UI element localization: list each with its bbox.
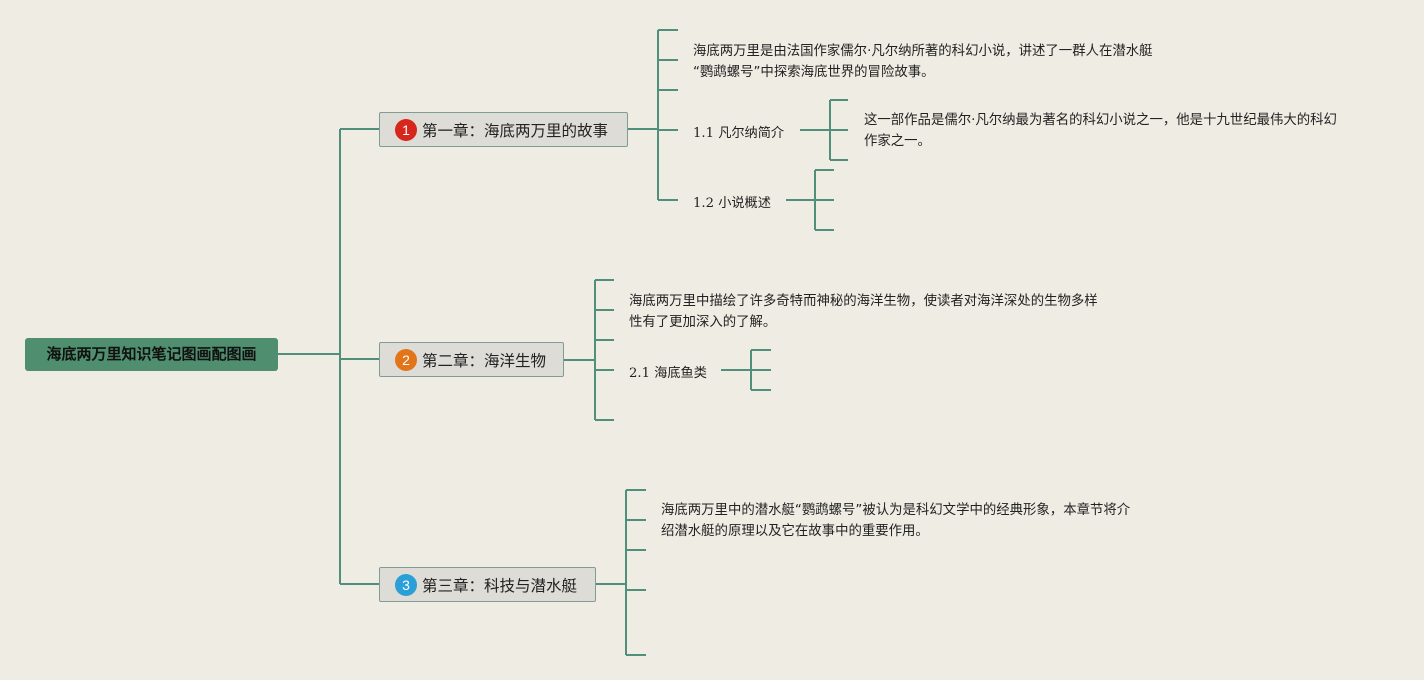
subtopic-1-1-detail-line-2: 作家之一。 [864, 134, 931, 149]
subtopic-2-1[interactable]: 2.1 海底鱼类 [629, 362, 707, 381]
subtopic-1-1[interactable]: 1.1 凡尔纳简介 [693, 122, 784, 141]
chapter-3-topic[interactable]: 3 第三章：科技与潜水艇 [379, 567, 596, 602]
subtopic-1-1-detail-line-1: 这一部作品是儒尔·凡尔纳最为著名的科幻小说之一，他是十九世纪最伟大的科幻 [864, 113, 1337, 128]
subtopic-1-2-number: 1.2 [693, 196, 714, 211]
subtopic-2-1-label: 海底鱼类 [654, 366, 707, 381]
chapter-2-topic[interactable]: 2 第二章：海洋生物 [379, 342, 564, 377]
chapter-2-intro[interactable]: 海底两万里中描绘了许多奇特而神秘的海洋生物，使读者对海洋深处的生物多样 性有了更… [629, 291, 1098, 333]
chapter-2-intro-line-1: 海底两万里中描绘了许多奇特而神秘的海洋生物，使读者对海洋深处的生物多样 [629, 294, 1098, 309]
chapter-3-intro-line-2: 绍潜水艇的原理以及它在故事中的重要作用。 [661, 524, 929, 539]
subtopic-1-1-label: 凡尔纳简介 [718, 126, 785, 141]
subtopic-1-2-label: 小说概述 [718, 196, 771, 211]
chapter-3-intro[interactable]: 海底两万里中的潜水艇“鹦鹉螺号”被认为是科幻文学中的经典形象，本章节将介 绍潜水… [661, 500, 1130, 542]
chapter-3-title: 第三章：科技与潜水艇 [422, 576, 578, 595]
chapter-1-title: 第一章：海底两万里的故事 [422, 121, 609, 140]
priority-3-icon: 3 [395, 573, 417, 596]
priority-1-icon: 1 [395, 118, 417, 141]
priority-2-icon: 2 [395, 348, 417, 371]
subtopic-1-1-number: 1.1 [693, 126, 714, 141]
chapter-2-intro-line-2: 性有了更加深入的了解。 [629, 315, 777, 330]
chapter-1-intro-line-1: 海底两万里是由法国作家儒尔·凡尔纳所著的科幻小说，讲述了一群人在潜水艇 [693, 44, 1153, 59]
subtopic-2-1-number: 2.1 [629, 366, 650, 381]
root-topic[interactable]: 海底两万里知识笔记图画配图画 [25, 338, 278, 371]
chapter-1-intro[interactable]: 海底两万里是由法国作家儒尔·凡尔纳所著的科幻小说，讲述了一群人在潜水艇 “鹦鹉螺… [693, 41, 1153, 83]
chapter-2-title: 第二章：海洋生物 [422, 351, 547, 370]
chapter-1-topic[interactable]: 1 第一章：海底两万里的故事 [379, 112, 628, 147]
chapter-1-intro-line-2: “鹦鹉螺号”中探索海底世界的冒险故事。 [693, 65, 935, 80]
subtopic-1-1-detail[interactable]: 这一部作品是儒尔·凡尔纳最为著名的科幻小说之一，他是十九世纪最伟大的科幻 作家之… [864, 110, 1337, 152]
subtopic-1-2[interactable]: 1.2 小说概述 [693, 192, 771, 211]
chapter-3-intro-line-1: 海底两万里中的潜水艇“鹦鹉螺号”被认为是科幻文学中的经典形象，本章节将介 [661, 503, 1131, 518]
